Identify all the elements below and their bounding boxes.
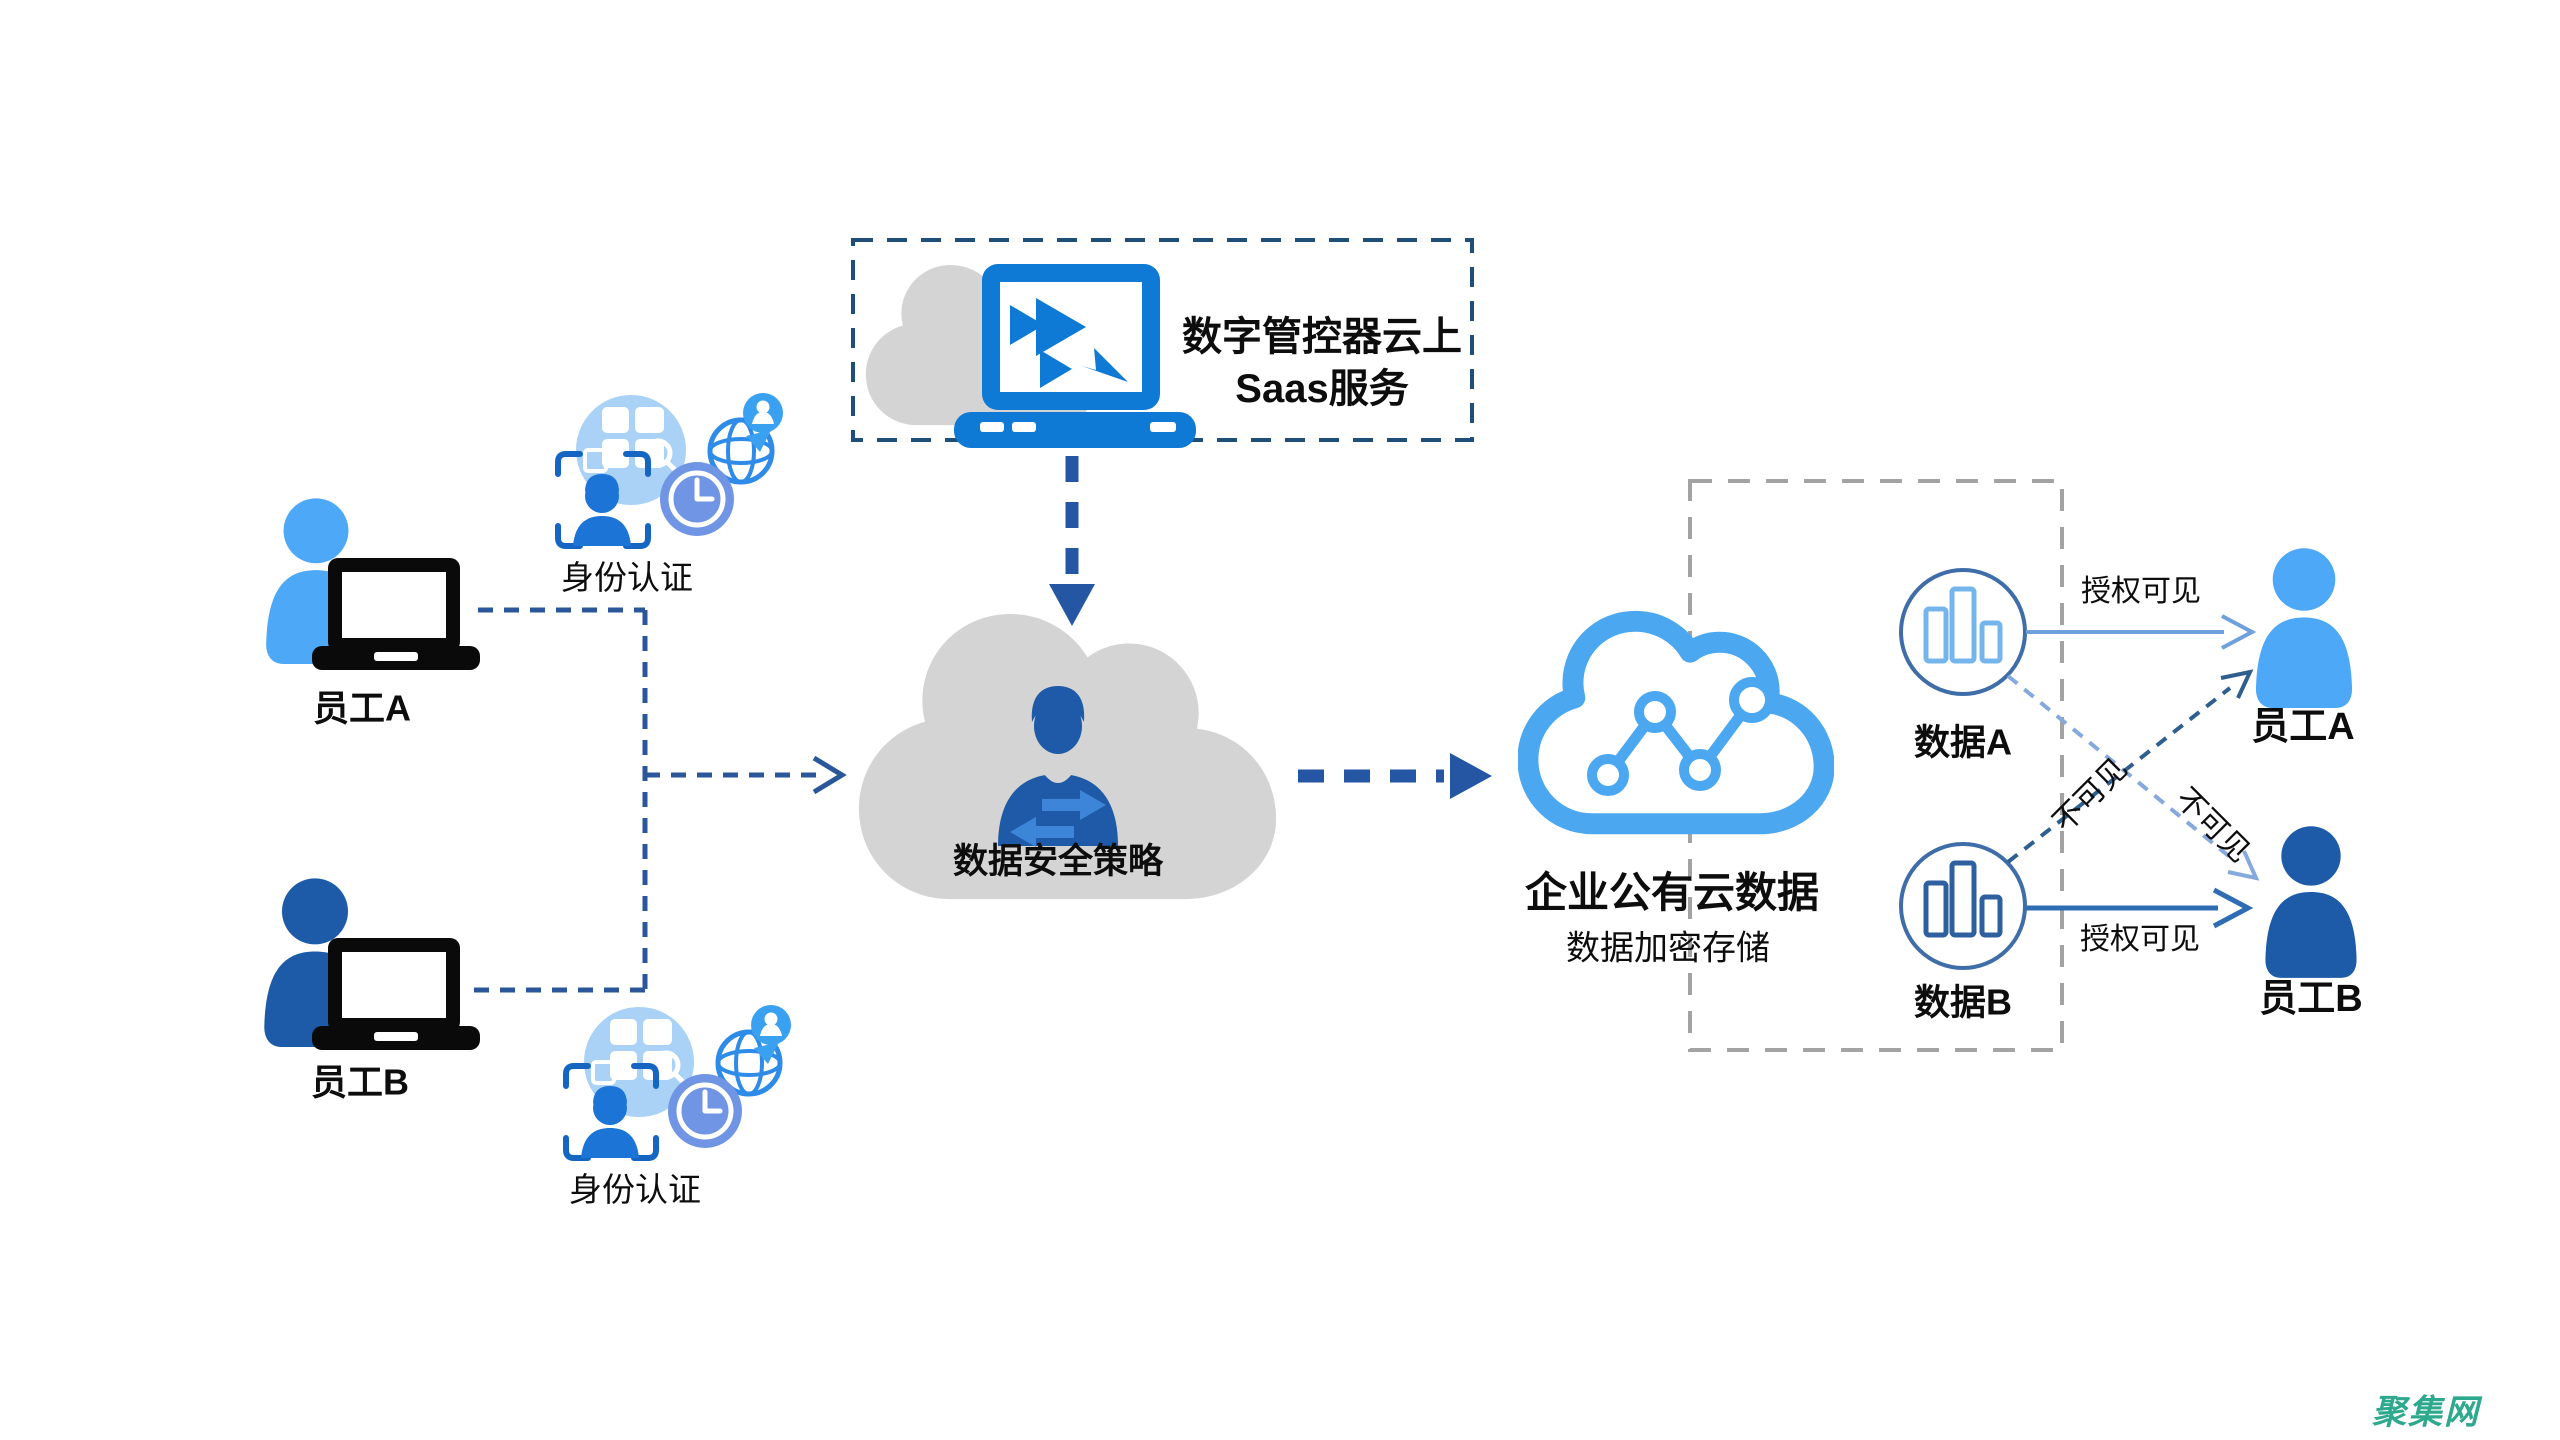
employee-b-laptop-icon (312, 938, 480, 1050)
identity-auth-cluster-a (555, 393, 783, 549)
not-visible-arrowhead-a-to-b-icon (2227, 850, 2260, 881)
window-grid-icon (602, 407, 664, 468)
admin-person-icon (998, 686, 1118, 847)
saas-box-title-line1: 数字管控器云上 (1182, 315, 1462, 359)
policy-to-cloud-arrowhead-icon (1450, 753, 1492, 799)
employee-a-right-person-icon (2255, 548, 2353, 708)
employee-a-laptop-icon (312, 558, 480, 670)
data-a-chart-icon (1899, 568, 2027, 696)
arrowhead-into-policy-cloud-icon (812, 755, 847, 795)
data-b-label: 数据B (1914, 981, 2012, 1023)
employee-b-left-label: 员工B (311, 1061, 409, 1103)
identity-auth-b-label: 身份认证 (569, 1171, 701, 1209)
identity-auth-a-label: 身份认证 (561, 559, 693, 597)
data-a-label: 数据A (1914, 721, 2012, 763)
identity-auth-cluster-b (566, 1005, 791, 1158)
network-graph-icon (1587, 677, 1775, 796)
public-cloud-icon (1528, 621, 1824, 823)
public-cloud-title: 企业公有云数据 (1524, 868, 1820, 916)
small-square-icon (583, 448, 608, 473)
authorized-a-label: 授权可见 (2081, 574, 2201, 608)
employee-b-right-label: 员工B (2259, 978, 2363, 1021)
watermark: 聚集网 (2372, 1393, 2480, 1432)
not-visible-arrowhead-b-to-a-icon (2220, 669, 2254, 699)
user-pin-icon (743, 393, 783, 452)
saas-laptop-icon (954, 264, 1196, 448)
face-scan-icon (555, 451, 651, 549)
clock-icon (660, 462, 734, 536)
public-cloud-subtitle: 数据加密存储 (1566, 929, 1770, 968)
saas-to-policy-arrowhead-icon (1049, 584, 1095, 626)
employee-a-left-label: 员工A (313, 687, 411, 729)
employee-connector-lines (474, 607, 818, 993)
authorized-arrowhead-a-icon (2221, 614, 2257, 650)
employee-a-right-label: 员工A (2251, 706, 2355, 749)
authorized-arrowhead-b-icon (2212, 887, 2254, 929)
policy-cloud-label: 数据安全策略 (952, 841, 1164, 881)
authorized-b-label: 授权可见 (2080, 922, 2200, 956)
not-visible-dashed-a-to-b (2006, 674, 2238, 864)
not-visible-dashed-b-to-a (2006, 686, 2232, 864)
data-b-chart-icon (1899, 842, 2027, 970)
employee-b-right-person-icon (2265, 826, 2357, 978)
saas-box-title-line2: Saas服务 (1235, 367, 1409, 411)
